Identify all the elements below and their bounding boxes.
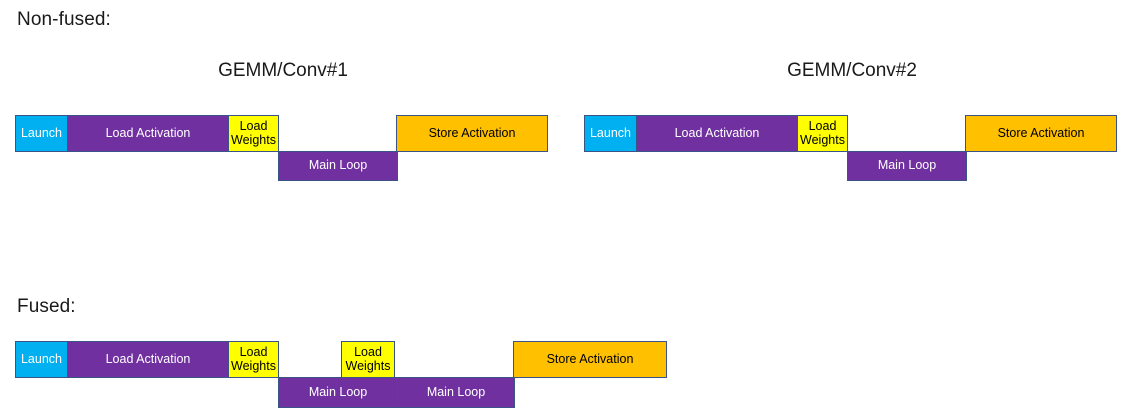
bar-main-loop-gemm1[interactable]: Main Loop xyxy=(278,151,398,181)
bar-main-loop-fused-1[interactable]: Main Loop xyxy=(278,377,398,408)
bar-load-activation-gemm1[interactable]: Load Activation xyxy=(67,115,229,152)
bar-load-weights-gemm1[interactable]: Load Weights xyxy=(228,115,279,152)
bar-load-activation-fused[interactable]: Load Activation xyxy=(67,341,229,378)
bar-launch-fused[interactable]: Launch xyxy=(15,341,68,378)
section-label-non-fused: Non-fused: xyxy=(17,9,111,30)
bar-store-activation-gemm2[interactable]: Store Activation xyxy=(965,115,1117,152)
bar-store-activation-gemm1[interactable]: Store Activation xyxy=(396,115,548,152)
bar-load-weights-fused-1[interactable]: Load Weights xyxy=(228,341,279,378)
bar-main-loop-gemm2[interactable]: Main Loop xyxy=(847,151,967,181)
bar-launch-gemm1[interactable]: Launch xyxy=(15,115,68,152)
section-label-fused: Fused: xyxy=(17,296,76,317)
bar-main-loop-fused-2[interactable]: Main Loop xyxy=(397,377,515,408)
bar-load-activation-gemm2[interactable]: Load Activation xyxy=(636,115,798,152)
bar-launch-gemm2[interactable]: Launch xyxy=(584,115,637,152)
group-title-gemm-conv-1: GEMM/Conv#1 xyxy=(218,60,348,81)
group-title-gemm-conv-2: GEMM/Conv#2 xyxy=(787,60,917,81)
bar-load-weights-gemm2[interactable]: Load Weights xyxy=(797,115,848,152)
bar-store-activation-fused[interactable]: Store Activation xyxy=(513,341,667,378)
bar-load-weights-fused-2[interactable]: Load Weights xyxy=(341,341,395,378)
